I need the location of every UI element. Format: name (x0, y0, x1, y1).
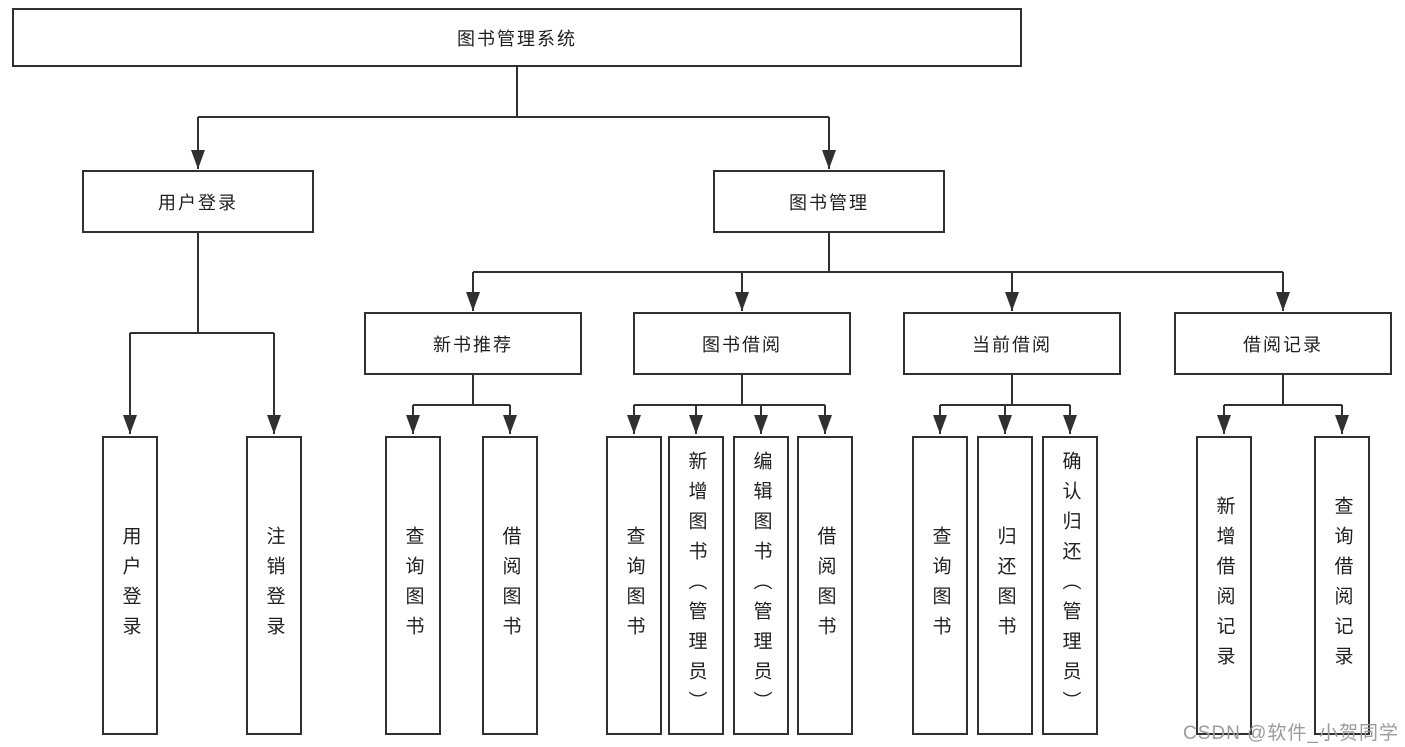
csdn-watermark: CSDN @软件_小贺同学 (1183, 723, 1399, 744)
leaf-borrow-query-book: 查询图书 (606, 436, 662, 735)
node-root-library-management-system: 图书管理系统 (12, 8, 1022, 67)
leaf-confirm-return-admin: 确认归还（管理员） (1042, 436, 1098, 735)
leaf-edit-book-admin: 编辑图书（管理员） (733, 436, 789, 735)
connector-borrow-record-to-leaves (1217, 375, 1349, 434)
leaf-return-book: 归还图书 (977, 436, 1033, 735)
connector-new-book-recommend-to-leaves (406, 375, 517, 434)
connector-book-management-to-groups (466, 233, 1290, 311)
leaf-current-query-book: 查询图书 (912, 436, 968, 735)
node-new-book-recommend: 新书推荐 (364, 312, 582, 375)
connector-book-borrow-to-leaves (627, 375, 832, 434)
leaf-borrow-book: 借阅图书 (797, 436, 853, 735)
connector-current-borrow-to-leaves (933, 375, 1077, 434)
connector-root-to-level1 (191, 67, 836, 169)
leaf-user-login: 用户登录 (102, 436, 158, 735)
node-book-borrow: 图书借阅 (633, 312, 851, 375)
node-user-login: 用户登录 (82, 170, 314, 233)
leaf-query-borrow-record: 查询借阅记录 (1314, 436, 1370, 735)
connector-user-login-to-leaves (123, 233, 281, 434)
node-book-management: 图书管理 (713, 170, 945, 233)
node-borrow-record: 借阅记录 (1174, 312, 1392, 375)
leaf-add-book-admin: 新增图书（管理员） (668, 436, 724, 735)
leaf-logout: 注销登录 (246, 436, 302, 735)
node-current-borrow: 当前借阅 (903, 312, 1121, 375)
leaf-add-borrow-record: 新增借阅记录 (1196, 436, 1252, 735)
leaf-recommend-borrow-book: 借阅图书 (482, 436, 538, 735)
leaf-recommend-query-book: 查询图书 (385, 436, 441, 735)
